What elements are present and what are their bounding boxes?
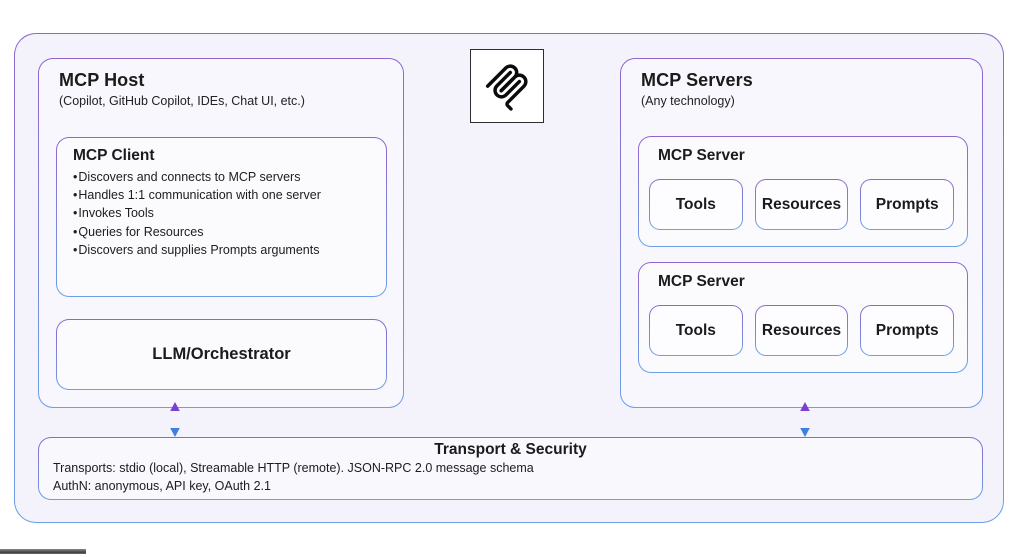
tools-capability: Tools bbox=[649, 179, 743, 230]
capability-row: Tools Resources Prompts bbox=[649, 305, 954, 356]
mcp-client-bullet: Handles 1:1 communication with one serve… bbox=[73, 186, 370, 204]
transport-security-title: Transport & Security bbox=[434, 441, 587, 458]
prompts-capability: Prompts bbox=[860, 305, 954, 356]
mcp-host-subtitle: (Copilot, GitHub Copilot, IDEs, Chat UI,… bbox=[59, 94, 305, 108]
resources-capability: Resources bbox=[755, 305, 849, 356]
mcp-servers-title: MCP Servers bbox=[641, 70, 753, 90]
mcp-client-bullet: Queries for Resources bbox=[73, 223, 370, 241]
llm-orchestrator-box: LLM/Orchestrator bbox=[56, 319, 387, 390]
tools-capability: Tools bbox=[649, 305, 743, 356]
bottom-left-partial-bar bbox=[0, 549, 86, 554]
mcp-host-title: MCP Host bbox=[59, 70, 145, 90]
authn-line: AuthN: anonymous, API key, OAuth 2.1 bbox=[53, 479, 271, 493]
mcp-client-box: MCP Client Discovers and connects to MCP… bbox=[56, 137, 387, 297]
mcp-client-bullet: Discovers and connects to MCP servers bbox=[73, 168, 370, 186]
resources-capability: Resources bbox=[755, 179, 849, 230]
mcp-host-box: MCP Host (Copilot, GitHub Copilot, IDEs,… bbox=[38, 58, 404, 408]
mcp-logo bbox=[470, 49, 544, 123]
transport-security-box: Transport & Security Transports: stdio (… bbox=[38, 437, 983, 500]
prompts-capability: Prompts bbox=[860, 179, 954, 230]
capability-row: Tools Resources Prompts bbox=[649, 179, 954, 230]
mcp-client-bullet: Invokes Tools bbox=[73, 204, 370, 222]
mcp-server-box-2: MCP Server Tools Resources Prompts bbox=[638, 262, 968, 373]
transports-line: Transports: stdio (local), Streamable HT… bbox=[53, 461, 534, 475]
mcp-client-bullet: Discovers and supplies Prompts arguments bbox=[73, 241, 370, 259]
host-transport-arrow-icon bbox=[170, 402, 180, 437]
mcp-server-box-1: MCP Server Tools Resources Prompts bbox=[638, 136, 968, 247]
mcp-client-bullet-list: Discovers and connects to MCP servers Ha… bbox=[73, 168, 370, 259]
mcp-servers-box: MCP Servers (Any technology) MCP Server … bbox=[620, 58, 983, 408]
mcp-server-title: MCP Server bbox=[658, 273, 745, 290]
mcp-client-title: MCP Client bbox=[73, 147, 155, 164]
mcp-servers-subtitle: (Any technology) bbox=[641, 94, 735, 108]
servers-transport-arrow-icon bbox=[800, 402, 810, 437]
mcp-logo-icon bbox=[485, 64, 528, 111]
mcp-server-title: MCP Server bbox=[658, 147, 745, 164]
llm-orchestrator-label: LLM/Orchestrator bbox=[152, 345, 291, 363]
